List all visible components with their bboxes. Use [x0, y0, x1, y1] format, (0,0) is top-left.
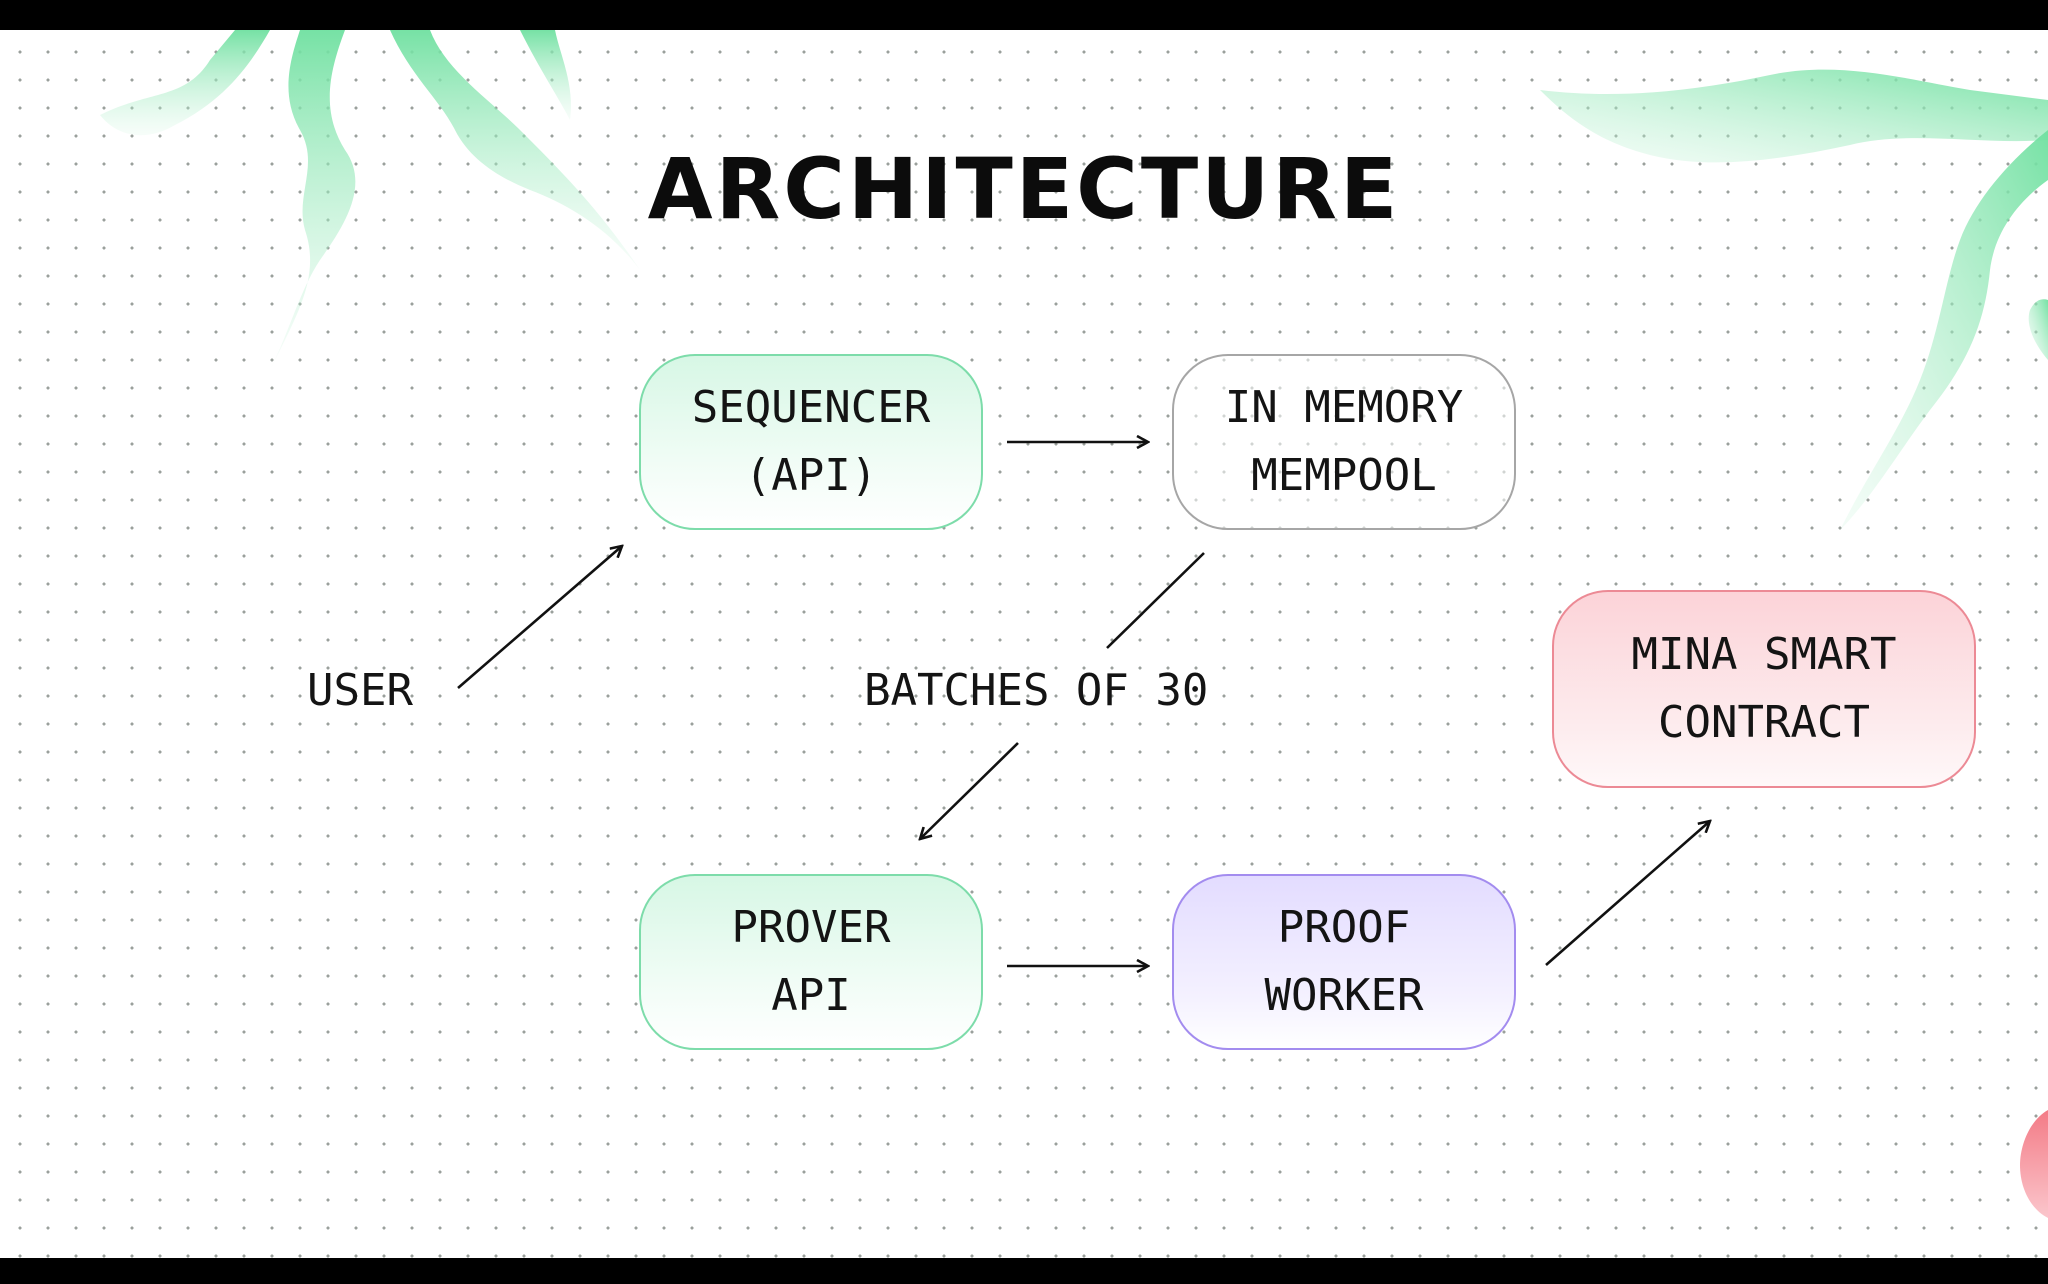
- sequencer-api-node: SEQUENCER (API): [639, 354, 983, 530]
- node-label: CONTRACT: [1658, 697, 1870, 748]
- decorative-leaves-right: [1540, 69, 2048, 530]
- slide-canvas: ARCHITECTURE SEQUENCER (API) IN MEMORY M…: [0, 30, 2048, 1258]
- decorative-leaves-left: [100, 30, 640, 370]
- user-label: USER: [307, 665, 413, 716]
- node-label: MINA SMART: [1631, 629, 1897, 680]
- node-label: SEQUENCER: [691, 382, 931, 433]
- mina-smart-contract-node: MINA SMART CONTRACT: [1552, 590, 1976, 788]
- node-label: PROOF: [1277, 902, 1411, 953]
- connector-mempool-to-batches: [1106, 552, 1205, 649]
- node-label: (API): [744, 450, 878, 501]
- page-title: ARCHITECTURE: [647, 140, 1401, 238]
- decorative-red-blob: [2020, 1110, 2048, 1218]
- node-label: PROVER: [731, 902, 891, 953]
- arrow-worker-to-mina: [1545, 821, 1710, 966]
- node-label: API: [771, 970, 851, 1021]
- proof-worker-node: PROOF WORKER: [1172, 874, 1516, 1050]
- arrow-batches-to-prover: [920, 742, 1019, 839]
- connector-arrows: [457, 30, 2048, 1258]
- node-label: WORKER: [1264, 970, 1424, 1021]
- batches-label: BATCHES OF 30: [864, 665, 1209, 716]
- arrow-user-to-sequencer: [457, 546, 622, 689]
- in-memory-mempool-node: IN MEMORY MEMPOOL: [1172, 354, 1516, 530]
- node-label: MEMPOOL: [1251, 450, 1437, 501]
- node-label: IN MEMORY: [1224, 382, 1464, 433]
- prover-api-node: PROVER API: [639, 874, 983, 1050]
